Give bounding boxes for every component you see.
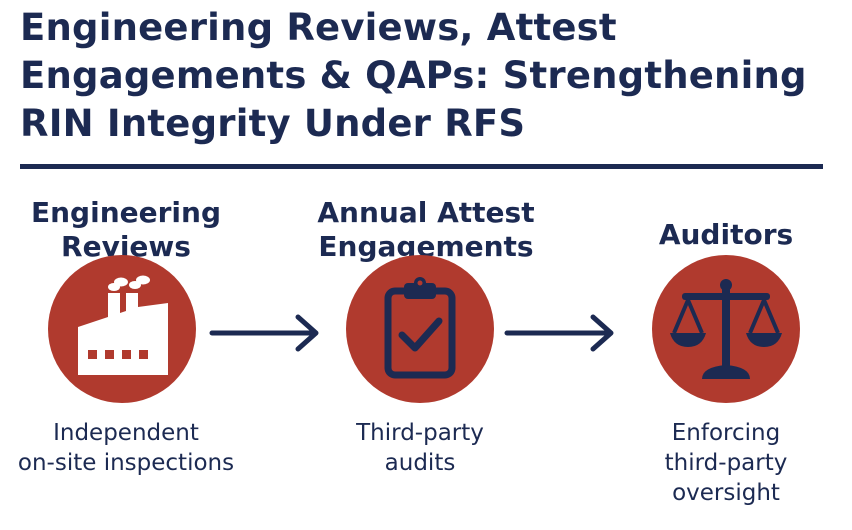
step-heading-annual-attest-engagements: Annual Attest Engagements bbox=[276, 196, 576, 264]
description-line: audits bbox=[384, 450, 456, 476]
description-line: Independent bbox=[53, 420, 199, 446]
title-line: Engagements & QAPs: Strengthening bbox=[20, 54, 807, 97]
description-line: on-site inspections bbox=[17, 450, 235, 476]
heading-line: Annual Attest bbox=[317, 196, 535, 229]
step-description: Third-party audits bbox=[270, 418, 570, 478]
title-line: Engineering Reviews, Attest bbox=[20, 6, 617, 49]
step-heading-engineering-reviews: Engineering Reviews bbox=[0, 196, 276, 264]
description-line: Third-party bbox=[356, 420, 484, 446]
clipboard-check-icon bbox=[346, 255, 494, 403]
step-description: Enforcing third-party oversight bbox=[576, 418, 852, 508]
title-divider bbox=[20, 164, 823, 169]
heading-line: Engineering bbox=[31, 196, 221, 229]
step-heading-auditors: Auditors bbox=[576, 218, 852, 252]
factory-icon bbox=[48, 255, 196, 403]
scales-icon bbox=[652, 255, 800, 403]
arrow-right-icon bbox=[209, 314, 319, 352]
title-line: RIN Integrity Under RFS bbox=[20, 102, 526, 145]
page-title: Engineering Reviews, Attest Engagements … bbox=[20, 4, 807, 148]
step-description: Independent on-site inspections bbox=[0, 418, 276, 478]
arrow-right-icon bbox=[504, 314, 614, 352]
description-line: Enforcing bbox=[671, 420, 781, 446]
description-line: oversight bbox=[672, 480, 780, 506]
description-line: third-party bbox=[664, 450, 788, 476]
heading-line: Auditors bbox=[658, 218, 794, 251]
